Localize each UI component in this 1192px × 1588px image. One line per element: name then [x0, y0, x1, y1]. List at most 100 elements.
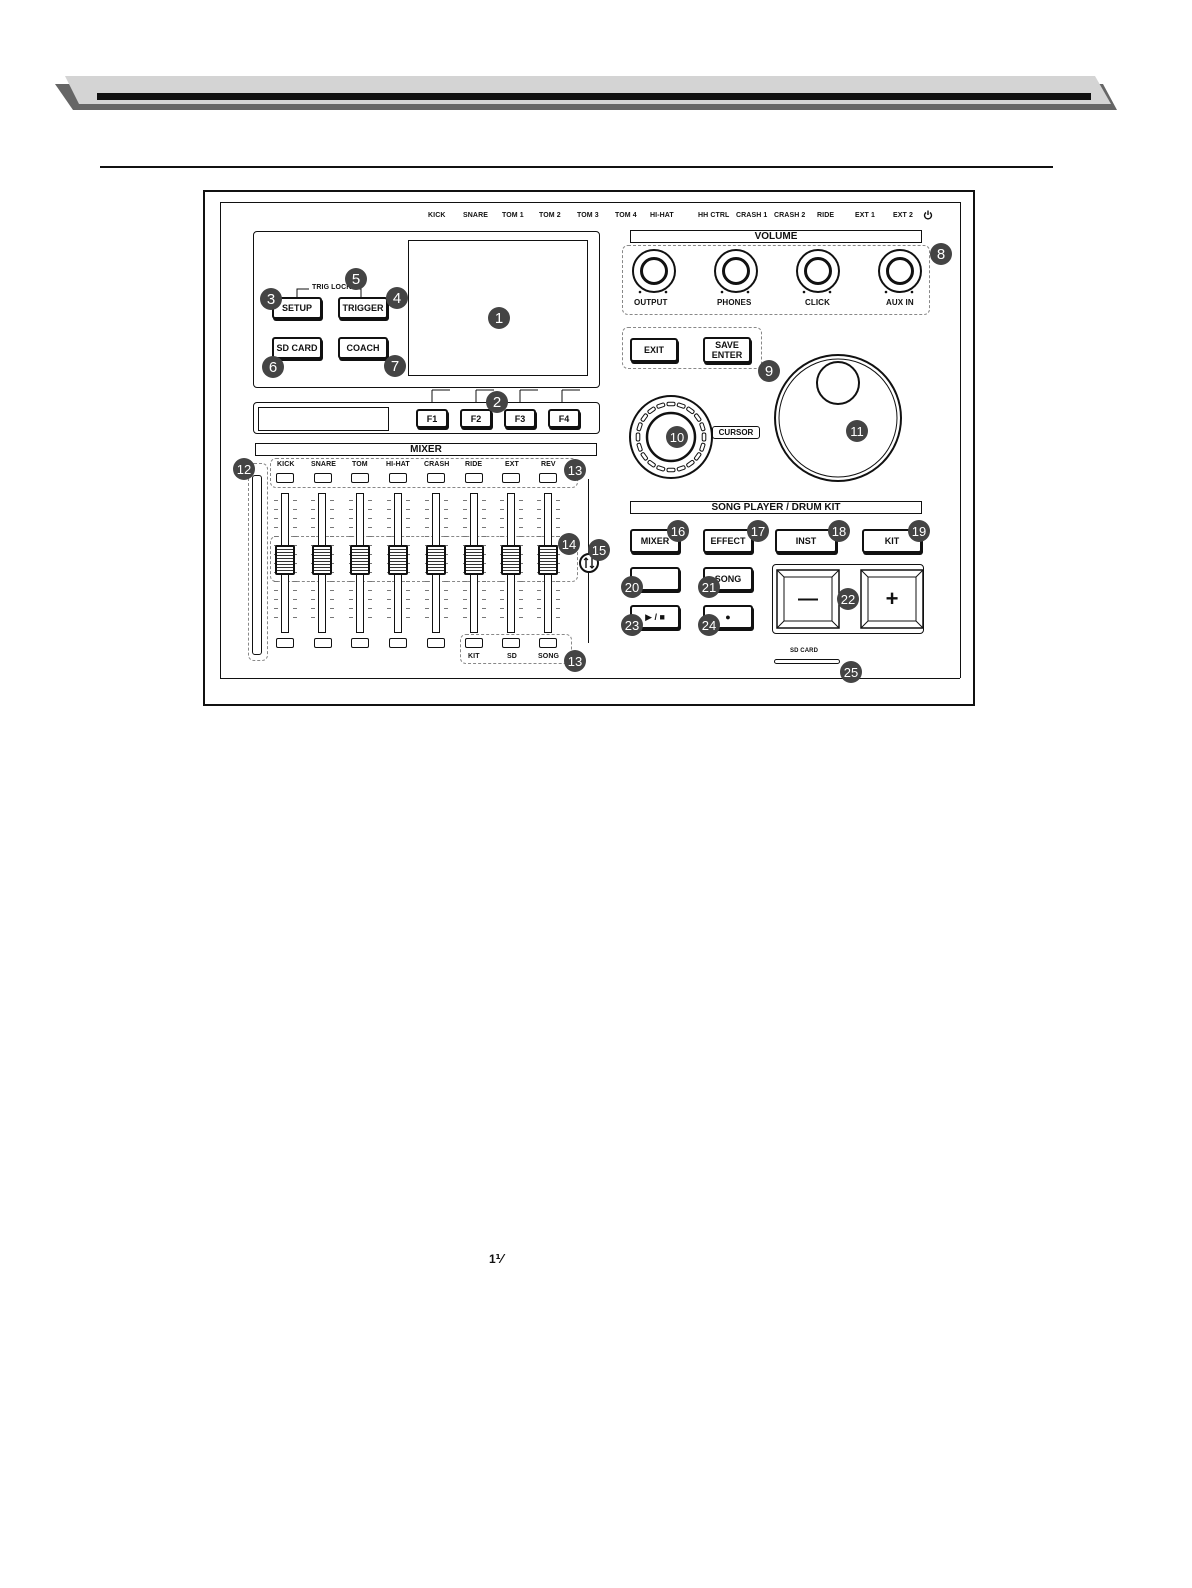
- phones-knob[interactable]: [714, 249, 758, 293]
- top-label-crash2: CRASH 2: [774, 212, 806, 219]
- aux-in-knob[interactable]: [878, 249, 922, 293]
- aux-in-label: AUX IN: [886, 298, 914, 307]
- sd-card-slot[interactable]: [774, 659, 840, 664]
- fader-tick: [519, 500, 523, 501]
- fader-cap[interactable]: [501, 545, 521, 575]
- callout-21: 21: [698, 576, 720, 598]
- fader-tick: [293, 590, 297, 591]
- fader-tick: [463, 599, 467, 600]
- fader-tick: [274, 590, 278, 591]
- fader-tick: [425, 518, 429, 519]
- save-enter-button[interactable]: SAVE ENTER: [703, 337, 751, 363]
- top-label-snare: SNARE: [463, 212, 489, 219]
- fader-cap[interactable]: [350, 545, 370, 575]
- fader-tick: [368, 527, 372, 528]
- function-leader-lines: [431, 389, 580, 403]
- kit-select-button[interactable]: [465, 638, 483, 648]
- channel-bottom-4[interactable]: [389, 638, 407, 648]
- channel-bottom-1[interactable]: [276, 638, 294, 648]
- fader-tick: [537, 500, 541, 501]
- channel-select-ride[interactable]: [465, 473, 483, 483]
- channel-select-ext[interactable]: [502, 473, 520, 483]
- fader-cap[interactable]: [388, 545, 408, 575]
- song-select-button[interactable]: [539, 638, 557, 648]
- fader-cap[interactable]: [426, 545, 446, 575]
- channel-bottom-3[interactable]: [351, 638, 369, 648]
- channel-select-crash[interactable]: [427, 473, 445, 483]
- fader-tick: [556, 590, 560, 591]
- fader-tick: [330, 545, 334, 546]
- fader-tick: [482, 509, 486, 510]
- fader-tick: [556, 500, 560, 501]
- inst-button[interactable]: INST: [775, 529, 837, 553]
- mixer-bottom-label-song: SONG: [538, 653, 560, 660]
- callout-15: 15: [588, 539, 610, 561]
- sd-card-button[interactable]: SD CARD: [272, 337, 322, 359]
- effect-button[interactable]: EFFECT: [703, 529, 753, 553]
- fader-tick: [274, 599, 278, 600]
- fader-cap[interactable]: [312, 545, 332, 575]
- channel-select-snare[interactable]: [314, 473, 332, 483]
- fader-tick: [368, 572, 372, 573]
- plus-button[interactable]: +: [885, 586, 899, 611]
- exit-enter-group: [622, 327, 762, 369]
- f2-button[interactable]: F2: [460, 409, 492, 428]
- f1-button[interactable]: F1: [416, 409, 448, 428]
- fader-tick: [425, 509, 429, 510]
- callout-16: 16: [667, 520, 689, 542]
- channel-select-tom[interactable]: [351, 473, 369, 483]
- fader-tick: [519, 563, 523, 564]
- fader-tick: [387, 599, 391, 600]
- power-icon[interactable]: [923, 210, 933, 220]
- f3-button[interactable]: F3: [504, 409, 536, 428]
- channel-bottom-5[interactable]: [427, 638, 445, 648]
- fader-tick: [406, 608, 410, 609]
- f4-button[interactable]: F4: [548, 409, 580, 428]
- fader-tick: [293, 554, 297, 555]
- cursor-dial-segment: [640, 413, 649, 422]
- fader-cap[interactable]: [275, 545, 295, 575]
- top-label-ext1: EXT 1: [855, 212, 875, 219]
- fader-tick: [293, 572, 297, 573]
- coach-button[interactable]: COACH: [338, 337, 388, 359]
- cursor-dial-segment: [686, 459, 695, 468]
- cursor-dial-segment: [699, 442, 706, 452]
- output-knob[interactable]: [632, 249, 676, 293]
- fader-tick: [349, 599, 353, 600]
- cursor-dial-segment: [636, 422, 643, 432]
- channel-bottom-2[interactable]: [314, 638, 332, 648]
- minus-button[interactable]: —: [798, 587, 818, 610]
- fader-tick: [444, 518, 448, 519]
- sd-slot-label: SD CARD: [790, 648, 819, 654]
- fader-tick: [500, 581, 504, 582]
- top-label-tom4: TOM 4: [615, 212, 637, 219]
- fader-tick: [368, 536, 372, 537]
- exit-button[interactable]: EXIT: [630, 338, 678, 362]
- cursor-dial-segment: [647, 406, 656, 415]
- channel-select-rev[interactable]: [539, 473, 557, 483]
- callout-14: 14: [558, 533, 580, 555]
- sd-select-button[interactable]: [502, 638, 520, 648]
- fader-cap[interactable]: [464, 545, 484, 575]
- channel-select-kick[interactable]: [276, 473, 294, 483]
- click-knob[interactable]: [796, 249, 840, 293]
- fader-cap[interactable]: [538, 545, 558, 575]
- callout-20: 20: [621, 576, 643, 598]
- channel-select-hihat[interactable]: [389, 473, 407, 483]
- data-wheel[interactable]: [772, 352, 904, 484]
- click-label: CLICK: [805, 298, 830, 307]
- fader-tick: [368, 563, 372, 564]
- callout-5: 5: [345, 268, 367, 290]
- fader-tick: [349, 518, 353, 519]
- fader-tick: [274, 527, 278, 528]
- callout-22: 22: [837, 588, 859, 610]
- fader-tick: [519, 590, 523, 591]
- trigger-button[interactable]: TRIGGER: [338, 297, 388, 319]
- fader-tick: [387, 536, 391, 537]
- cursor-dial-segment: [676, 402, 686, 409]
- fader-tick: [330, 599, 334, 600]
- fader-tick: [406, 617, 410, 618]
- callout-2: 2: [486, 391, 508, 413]
- top-label-ride: RIDE: [817, 212, 835, 219]
- save-label: SAVE: [715, 340, 739, 350]
